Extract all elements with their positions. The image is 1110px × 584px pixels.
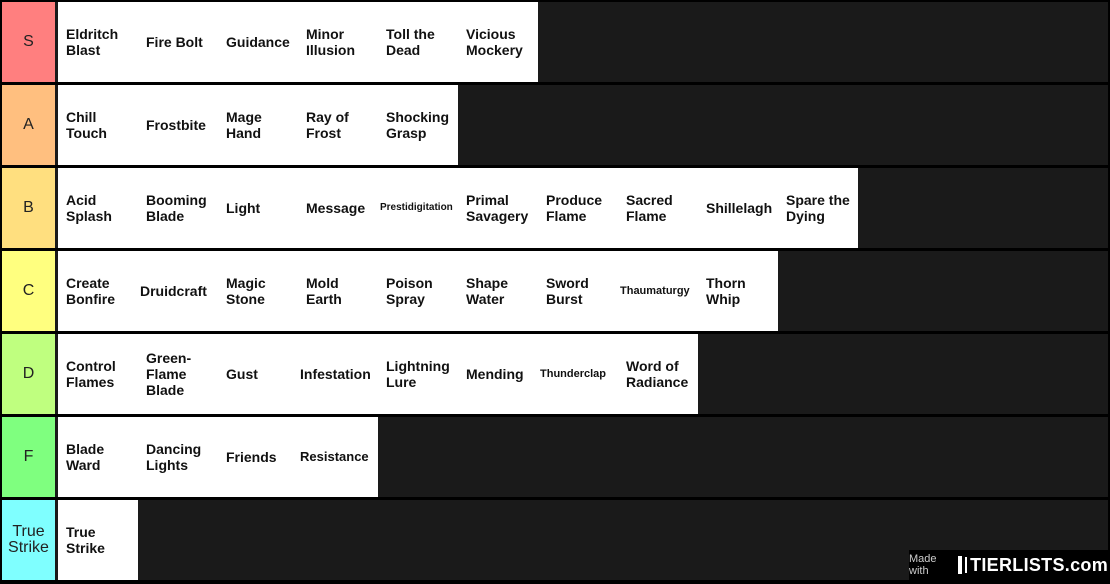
tier-items: Control Flames Green-Flame Blade Gust In… <box>58 334 698 414</box>
tier-item[interactable]: Control Flames <box>58 334 138 414</box>
tier-item[interactable]: Word of Radiance <box>618 334 698 414</box>
tier-row-s: S Eldritch Blast Fire Bolt Guidance Mino… <box>2 2 1108 82</box>
tier-item[interactable]: Infestation <box>298 334 378 414</box>
tier-items: True Strike <box>58 500 138 580</box>
made-with-text: Made with <box>909 553 937 577</box>
tier-item[interactable]: Create Bonfire <box>58 251 138 331</box>
tier-item[interactable]: Magic Stone <box>218 251 298 331</box>
tier-item[interactable]: Acid Splash <box>58 168 138 248</box>
tier-label[interactable]: S <box>2 2 55 82</box>
tier-item[interactable]: Shillelagh <box>698 168 778 248</box>
tier-item[interactable]: Primal Savagery <box>458 168 538 248</box>
tier-item[interactable]: Guidance <box>218 2 298 82</box>
tier-item[interactable]: Dancing Lights <box>138 417 218 497</box>
tier-item[interactable]: Chill Touch <box>58 85 138 165</box>
tier-item[interactable]: Ray of Frost <box>298 85 378 165</box>
tier-item[interactable]: Thaumaturgy <box>618 251 698 331</box>
tier-label[interactable]: B <box>2 168 55 248</box>
tier-item[interactable]: Resistance <box>298 417 378 497</box>
tier-item[interactable]: True Strike <box>58 500 138 580</box>
tier-item[interactable]: Vicious Mockery <box>458 2 538 82</box>
tierlists-logo-text: TIERLISTS.com <box>970 554 1108 575</box>
tier-items: Blade Ward Dancing Lights Friends Resist… <box>58 417 378 497</box>
tier-item[interactable]: Friends <box>218 417 298 497</box>
tier-items: Acid Splash Booming Blade Light Message … <box>58 168 858 248</box>
tier-row-b: B Acid Splash Booming Blade Light Messag… <box>2 168 1108 248</box>
tier-row-f: F Blade Ward Dancing Lights Friends Resi… <box>2 417 1108 497</box>
tier-label[interactable]: D <box>2 334 55 414</box>
tier-item[interactable]: Prestidigitation <box>378 168 458 248</box>
tierlists-logo: TIERLISTS.com <box>958 555 1108 576</box>
tier-items: Eldritch Blast Fire Bolt Guidance Minor … <box>58 2 538 82</box>
tier-item[interactable]: Minor Illusion <box>298 2 378 82</box>
tierlists-logo-icon <box>958 556 963 574</box>
tier-item[interactable]: Lightning Lure <box>378 334 458 414</box>
tier-item[interactable]: Shape Water <box>458 251 538 331</box>
tier-item[interactable]: Sacred Flame <box>618 168 698 248</box>
tier-item[interactable]: Eldritch Blast <box>58 2 138 82</box>
tier-label[interactable]: A <box>2 85 55 165</box>
tier-item[interactable]: Poison Spray <box>378 251 458 331</box>
tier-item[interactable]: Sword Burst <box>538 251 618 331</box>
tier-item[interactable]: Thunderclap <box>538 334 618 414</box>
tier-label[interactable]: C <box>2 251 55 331</box>
tier-item[interactable]: Gust <box>218 334 298 414</box>
tier-item[interactable]: Fire Bolt <box>138 2 218 82</box>
tier-items: Create Bonfire Druidcraft Magic Stone Mo… <box>58 251 778 331</box>
tier-item[interactable]: Spare the Dying <box>778 168 858 248</box>
tier-row-a: A Chill Touch Frostbite Mage Hand Ray of… <box>2 85 1108 165</box>
tier-item[interactable]: Green-Flame Blade <box>138 334 218 414</box>
tier-item[interactable]: Shocking Grasp <box>378 85 458 165</box>
tier-item[interactable]: Light <box>218 168 298 248</box>
tier-item[interactable]: Booming Blade <box>138 168 218 248</box>
tier-row-d: D Control Flames Green-Flame Blade Gust … <box>2 334 1108 414</box>
tier-item[interactable]: Druidcraft <box>138 251 218 331</box>
tier-item[interactable]: Message <box>298 168 378 248</box>
tier-item[interactable]: Blade Ward <box>58 417 138 497</box>
watermark[interactable]: Made with TIERLISTS.com <box>909 550 1108 580</box>
tier-label[interactable]: F <box>2 417 55 497</box>
tier-label[interactable]: True Strike <box>2 500 55 580</box>
tier-item[interactable]: Thorn Whip <box>698 251 778 331</box>
tier-item[interactable]: Mending <box>458 334 538 414</box>
tier-item[interactable]: Frostbite <box>138 85 218 165</box>
tier-row-c: C Create Bonfire Druidcraft Magic Stone … <box>2 251 1108 331</box>
tier-item[interactable]: Mage Hand <box>218 85 298 165</box>
tier-items: Chill Touch Frostbite Mage Hand Ray of F… <box>58 85 458 165</box>
tier-item[interactable]: Produce Flame <box>538 168 618 248</box>
tier-item[interactable]: Mold Earth <box>298 251 378 331</box>
tier-item[interactable]: Toll the Dead <box>378 2 458 82</box>
tier-row-true-strike: True Strike True Strike <box>2 500 1108 580</box>
